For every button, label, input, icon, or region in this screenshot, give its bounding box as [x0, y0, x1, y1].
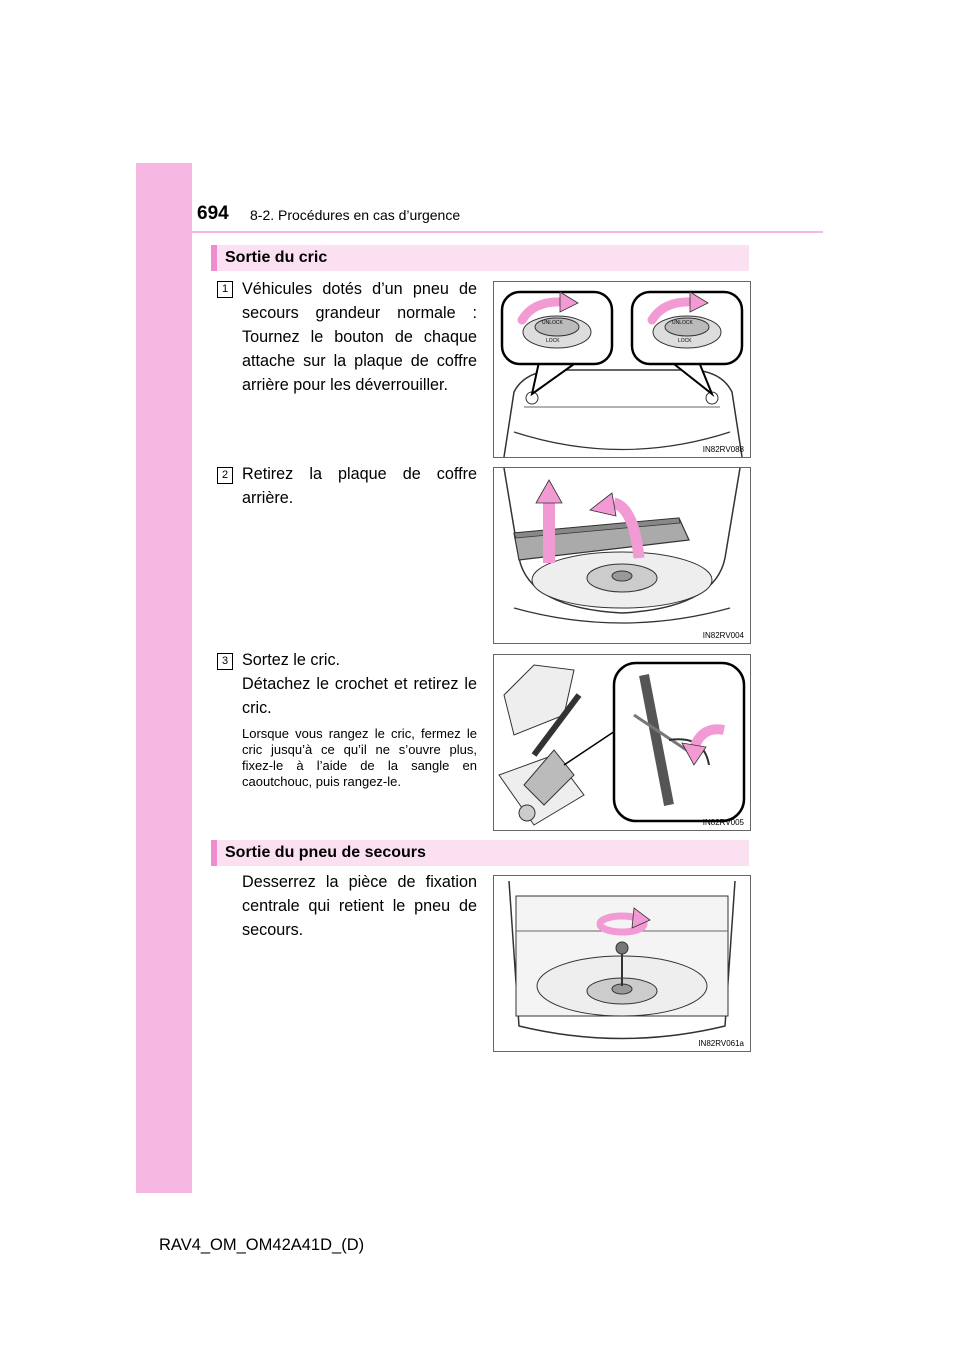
page-number: 694 — [197, 203, 229, 224]
step-text-detail: Détachez le crochet et retirez le cric. — [242, 675, 477, 717]
step-text: Sortez le cric. — [242, 651, 341, 669]
knob-label: UNLOCK — [672, 320, 694, 326]
step-text: Retirez la plaque de coffre arrière. — [242, 465, 477, 507]
section-title: Sortie du pneu de secours — [225, 844, 426, 861]
figure-remove-deck-board: IN82RV004 — [493, 467, 751, 644]
section-title: Sortie du cric — [225, 249, 328, 266]
step-text: Desserrez la pièce de fixation centrale … — [242, 873, 477, 939]
step-note: Lorsque vous rangez le cric, fermez le c… — [242, 726, 477, 789]
section-accent — [211, 840, 217, 866]
section-header-jack: Sortie du cric — [211, 245, 749, 271]
step-number: 3 — [217, 653, 233, 670]
figure-code: IN82RV088 — [702, 445, 744, 454]
figure-code: IN82RV004 — [702, 631, 744, 640]
knob-label: UNLOCK — [542, 320, 564, 326]
step-text: Véhicules dotés d’un pneu de secours gra… — [242, 280, 477, 394]
section-header-spare-tire: Sortie du pneu de secours — [211, 840, 749, 866]
figure-loosen-center-fastener: IN82RV061a — [493, 875, 751, 1052]
figure-code: IN82RV005 — [702, 818, 744, 827]
header-divider — [192, 231, 823, 233]
step-number: 2 — [217, 467, 233, 484]
chapter-title: 8-2. Procédures en cas d’urgence — [250, 207, 461, 223]
knob-label: LOCK — [678, 338, 692, 344]
figure-code: IN82RV061a — [698, 1039, 744, 1048]
footer-doc-code: RAV4_OM_OM42A41D_(D) — [159, 1236, 365, 1254]
knob-label: LOCK — [546, 338, 560, 344]
figure-remove-jack: IN82RV005 — [493, 654, 751, 831]
section-accent — [211, 245, 217, 271]
step-number: 1 — [217, 281, 233, 298]
figure-unlock-knobs: UNLOCK LOCK UNLOCK LOCK IN82RV088 — [493, 281, 751, 458]
chapter-side-band — [136, 163, 192, 1193]
